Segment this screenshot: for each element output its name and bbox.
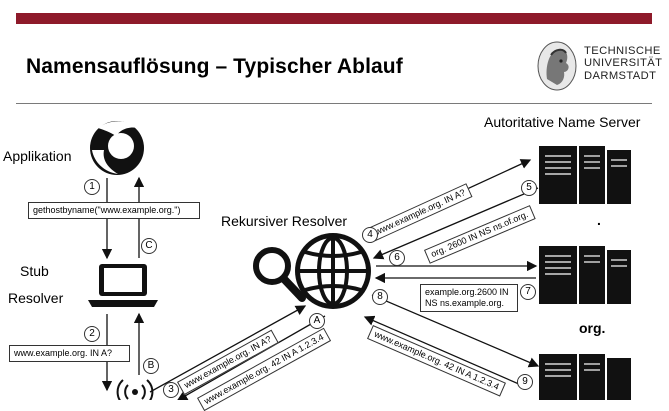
logo-text: TECHNISCHE UNIVERSITÄT DARMSTADT — [584, 45, 662, 82]
label-authoritative-servers: Autoritative Name Server — [484, 114, 641, 130]
step-5-badge: 5 — [521, 180, 537, 196]
arrow-resolver-to-router — [176, 315, 326, 400]
label-root-zone: . — [597, 212, 601, 228]
logo-line: UNIVERSITÄT — [584, 57, 663, 70]
label-recursive-resolver: Rekursiver Resolver — [221, 213, 348, 229]
step-3-badge: 3 — [163, 382, 179, 398]
recursive-resolver-globe-icon — [295, 233, 371, 309]
org-referral-box: example.org.2600 IN NS ns.example.org. — [420, 284, 518, 312]
firefox-icon — [90, 121, 144, 175]
arrow-router-to-resolver — [149, 305, 307, 393]
step-a-badge: A — [309, 313, 325, 329]
dns-flow-diagram — [88, 121, 631, 400]
gethostbyname-call-box: gethostbyname("www.example.org.") — [28, 202, 200, 219]
step-6-badge: 6 — [389, 250, 405, 266]
arrow-example-to-resolver — [363, 315, 529, 389]
step-1-badge: 1 — [84, 179, 100, 195]
header-accent-bar — [16, 13, 652, 24]
label-org-zone: org. — [579, 320, 606, 336]
header-divider — [16, 103, 652, 104]
page-title: Namensauflösung – Typischer Ablauf — [26, 55, 403, 78]
stub-query-box: www.example.org. IN A? — [9, 345, 130, 362]
step-4-badge: 4 — [362, 227, 378, 243]
root-server-icon — [539, 146, 631, 204]
athena-seal-icon — [537, 41, 577, 91]
label-application: Applikation — [3, 148, 72, 164]
example-server-icon — [539, 354, 631, 400]
wifi-antenna-icon — [116, 379, 154, 400]
logo-line: TECHNISCHE — [584, 45, 661, 57]
university-logo: TECHNISCHE UNIVERSITÄT DARMSTADT — [535, 39, 662, 95]
magnifier-icon — [253, 247, 306, 302]
step-7-badge: 7 — [520, 284, 536, 300]
arrow-root-to-resolver — [372, 187, 539, 260]
step-c-badge: C — [141, 238, 157, 254]
logo-line: DARMSTADT — [584, 69, 657, 82]
step-9-badge: 9 — [517, 374, 533, 390]
step-8-badge: 8 — [372, 289, 388, 305]
laptop-icon — [88, 264, 158, 307]
org-referral-line: example.org.2600 IN — [425, 287, 509, 297]
org-server-icon — [539, 246, 631, 304]
arrow-resolver-to-example — [371, 294, 540, 368]
label-resolver: Resolver — [8, 290, 64, 306]
step-2-badge: 2 — [84, 326, 100, 342]
label-stub: Stub — [20, 263, 49, 279]
step-b-badge: B — [143, 358, 159, 374]
org-referral-line: NS ns.example.org. — [425, 298, 505, 308]
